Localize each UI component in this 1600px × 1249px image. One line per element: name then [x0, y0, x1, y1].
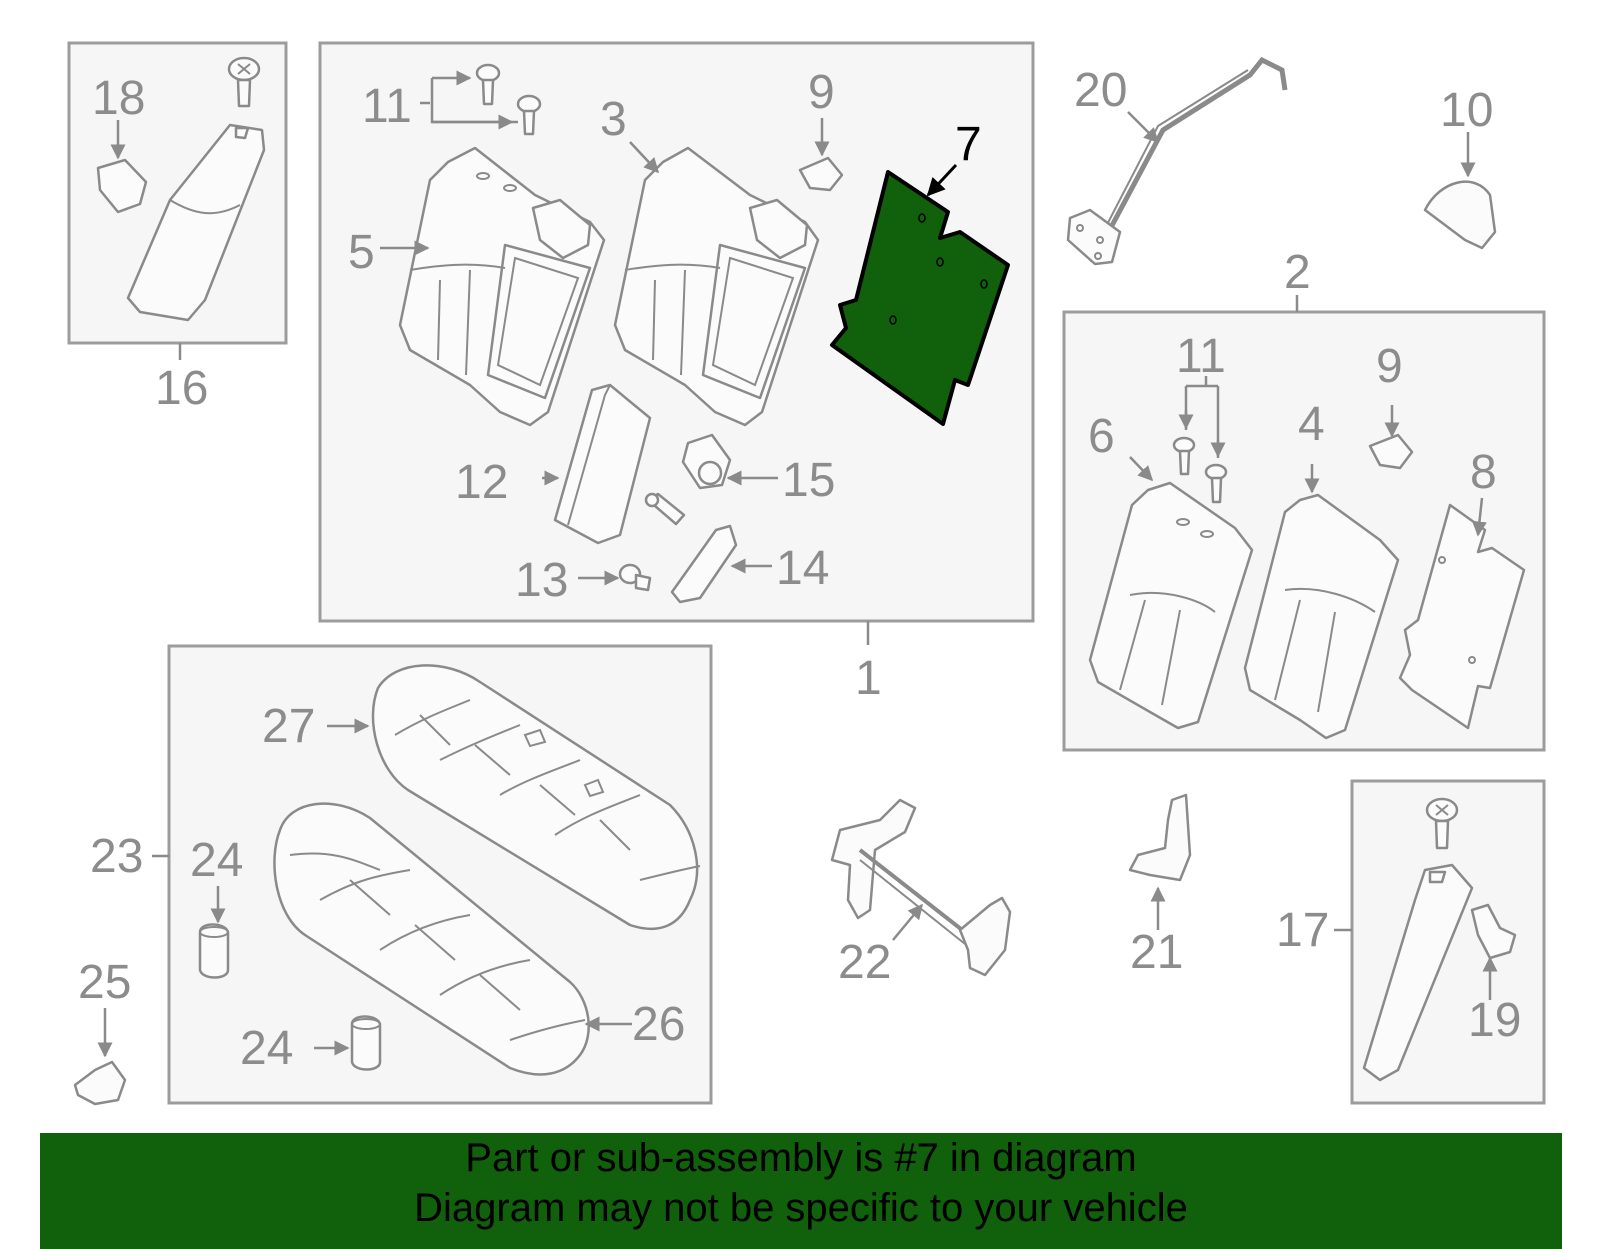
callout-11a: 11	[362, 80, 412, 133]
callout-13: 13	[515, 554, 568, 607]
callout-27: 27	[262, 700, 315, 753]
callout-24a: 24	[190, 834, 243, 887]
callout-14: 14	[776, 542, 829, 595]
part-26-seat-cushion	[273, 802, 590, 1076]
part-21-bracket	[1128, 793, 1192, 882]
bolt-11b	[516, 94, 542, 136]
callout-labels: 18 16 11 3 9 7 5 12 15 13 14 1 20 10 2 1…	[78, 64, 1521, 1075]
part-20-rod	[1066, 56, 1288, 266]
callout-7: 7	[955, 118, 982, 171]
callout-25: 25	[78, 956, 131, 1009]
part-3-seat-back	[613, 146, 820, 427]
part-27-seat-cushion	[371, 664, 701, 931]
part-4-seat-cover	[1243, 493, 1400, 740]
callout-2: 2	[1284, 246, 1311, 299]
bolt-11d	[1204, 463, 1228, 504]
part-screw-17	[1425, 797, 1459, 850]
callout-23: 23	[90, 830, 143, 883]
callout-24b: 24	[240, 1022, 293, 1075]
callout-8: 8	[1470, 446, 1497, 499]
part-14-trim	[670, 524, 738, 604]
callout-18: 18	[92, 72, 145, 125]
callout-26: 26	[632, 998, 685, 1051]
callout-15: 15	[782, 454, 835, 507]
part-19-clip	[1470, 903, 1517, 960]
callout-21: 21	[1130, 926, 1183, 979]
part-6-seat-cover	[1088, 481, 1254, 730]
callout-16: 16	[155, 362, 208, 415]
part-8-panel	[1398, 503, 1526, 730]
banner-line-1: Part or sub-assembly is #7 in diagram	[465, 1136, 1137, 1180]
part-16-side-bolster	[126, 123, 266, 322]
part-13-grommet	[618, 563, 652, 592]
callout-6: 6	[1088, 410, 1115, 463]
info-banner: Part or sub-assembly is #7 in diagram Di…	[40, 1133, 1562, 1249]
callout-19: 19	[1468, 994, 1521, 1047]
callout-5: 5	[348, 226, 375, 279]
callout-12: 12	[455, 456, 508, 509]
part-7-highlighted-panel	[830, 170, 1010, 426]
bolt-11a	[475, 63, 501, 106]
callout-11b: 11	[1176, 330, 1226, 383]
part-24-cap-b	[350, 1015, 382, 1071]
part-12-armrest	[553, 383, 652, 545]
bolt-near-15	[644, 492, 686, 526]
callout-22: 22	[838, 936, 891, 989]
part-5-seat-back	[398, 146, 606, 427]
banner-line-2: Diagram may not be specific to your vehi…	[414, 1186, 1188, 1230]
part-screw-16	[227, 56, 261, 108]
callout-10: 10	[1440, 84, 1493, 137]
part-9-clip	[798, 156, 844, 192]
part-15-bracket	[681, 433, 732, 490]
part-17-side-bolster	[1362, 863, 1474, 1082]
callout-20: 20	[1074, 64, 1127, 117]
callout-3: 3	[600, 93, 627, 146]
part-25-clip	[73, 1060, 127, 1106]
callout-9a: 9	[808, 66, 835, 119]
callout-9b: 9	[1376, 340, 1403, 393]
callout-1: 1	[855, 652, 882, 705]
part-18-clip	[96, 158, 148, 214]
callout-17: 17	[1276, 904, 1329, 957]
callout-4: 4	[1298, 398, 1325, 451]
part-24-cap-a	[198, 923, 230, 979]
part-10-cap	[1423, 180, 1497, 250]
bolt-11c	[1172, 436, 1196, 476]
